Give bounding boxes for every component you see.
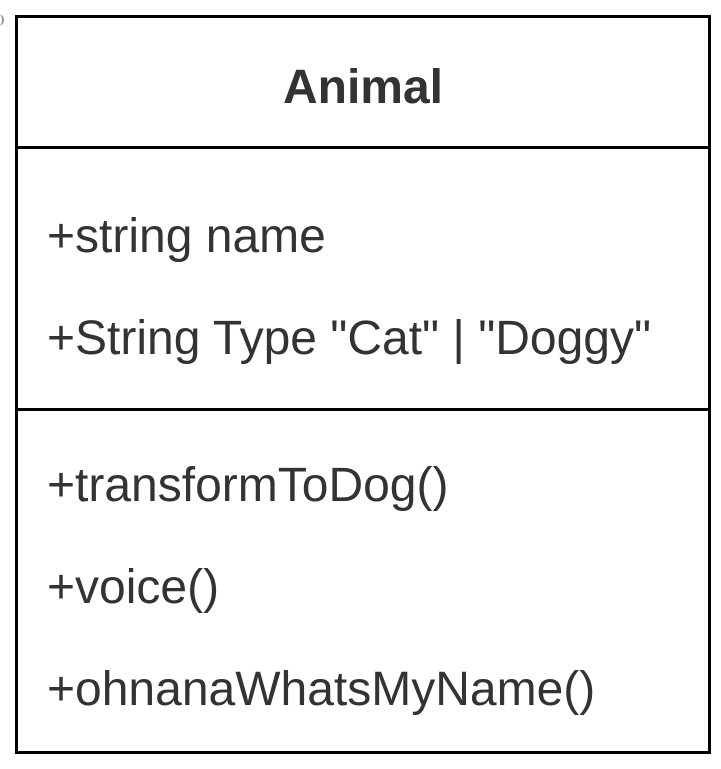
- uml-class-box[interactable]: Animal +string name +String Type "Cat" |…: [15, 15, 711, 754]
- method-voice: +voice(): [47, 561, 220, 614]
- methods-section: +transformToDog() +voice() +ohnanaWhatsM…: [18, 411, 708, 751]
- edge-handle-mark: [0, 14, 4, 26]
- class-header: Animal: [18, 18, 708, 149]
- attributes-section: +string name +String Type "Cat" | "Doggy…: [18, 149, 708, 411]
- method-transform-to-dog: +transformToDog(): [47, 459, 449, 512]
- class-name: Animal: [282, 61, 444, 114]
- attribute-type: +String Type "Cat" | "Doggy": [47, 312, 652, 365]
- attribute-name: +string name: [47, 210, 326, 263]
- method-ohnana-whats-my-name: +ohnanaWhatsMyName(): [47, 663, 596, 716]
